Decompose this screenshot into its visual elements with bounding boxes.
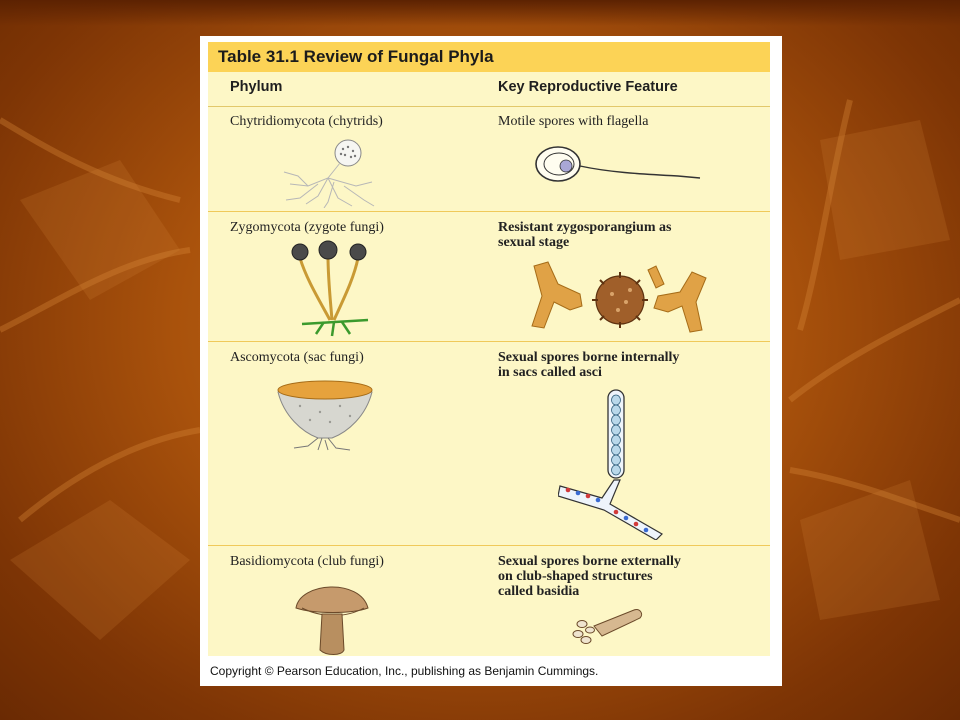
mushroom-icon — [295, 586, 369, 655]
reproductive-feature: Motile spores with flagella — [498, 114, 649, 129]
header-phylum: Phylum — [230, 79, 283, 95]
phylum-name: Basidiomycota (club fungi) — [230, 554, 384, 569]
table-title: Table 31.1 Review of Fungal Phyla — [208, 42, 770, 72]
flagellated-spore-icon — [535, 146, 701, 182]
top-shadow-band — [0, 0, 960, 26]
reproductive-feature: Sexual spores borne externally on club-s… — [498, 554, 681, 599]
table-row-chytridiomycota: Chytridiomycota (chytrids) Motile spores… — [208, 106, 770, 212]
phylum-name: Chytridiomycota (chytrids) — [230, 114, 383, 129]
table-header-row: Phylum Key Reproductive Feature — [208, 72, 770, 107]
zygote-fungus-icon — [291, 240, 369, 337]
table-panel: Table 31.1 Review of Fungal Phyla Phylum… — [200, 36, 782, 686]
fungal-phyla-table: Table 31.1 Review of Fungal Phyla Phylum… — [208, 42, 770, 656]
phylum-name: Ascomycota (sac fungi) — [230, 350, 364, 365]
basidium-icon — [572, 609, 643, 644]
table-row-ascomycota: Ascomycota (sac fungi) Sexual spores bor… — [208, 342, 770, 546]
reproductive-feature: Resistant zygosporangium as sexual stage — [498, 220, 672, 250]
phylum-name: Zygomycota (zygote fungi) — [230, 220, 384, 235]
reproductive-feature: Sexual spores borne internally in sacs c… — [498, 350, 680, 380]
header-feature: Key Reproductive Feature — [498, 79, 678, 95]
ascus-icon — [558, 389, 663, 540]
copyright-notice: Copyright © Pearson Education, Inc., pub… — [210, 664, 599, 678]
zygosporangium-icon — [531, 261, 707, 333]
cup-fungus-icon — [277, 380, 373, 451]
table-row-zygomycota: Zygomycota (zygote fungi) Resistant zygo… — [208, 212, 770, 342]
chytrid-icon — [283, 139, 375, 208]
table-row-basidiomycota: Basidiomycota (club fungi) Sexual spores… — [208, 546, 770, 656]
